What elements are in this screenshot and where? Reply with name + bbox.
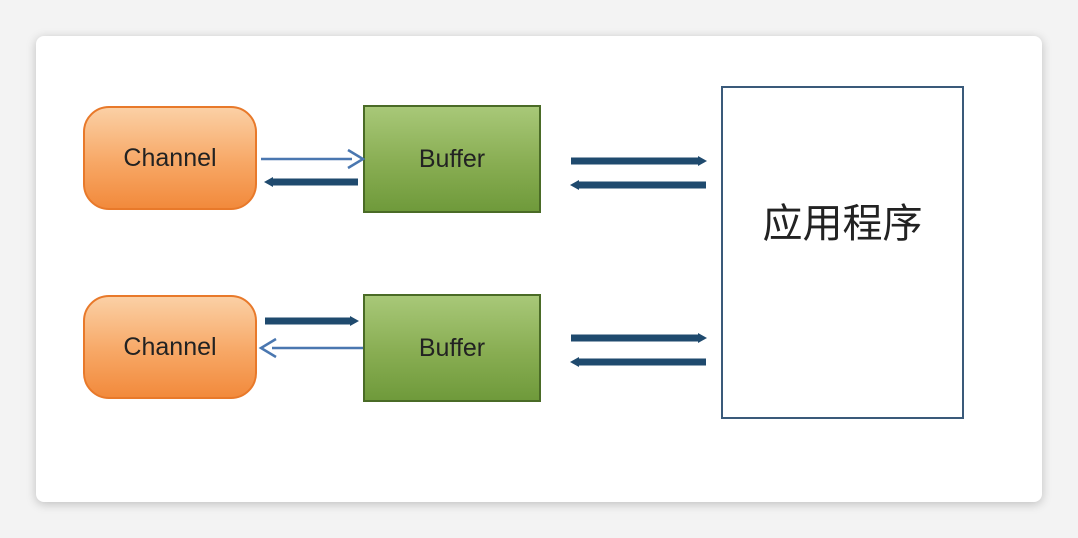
arrow-buffer-to-app-bottom (571, 333, 707, 343)
channel-node-bottom: Channel (83, 295, 257, 399)
arrow-buffer-to-app-top (571, 156, 707, 166)
arrow-channel-to-buffer-bottom (265, 316, 359, 326)
buffer-node-top: Buffer (363, 105, 541, 213)
buffer-node-bottom: Buffer (363, 294, 541, 402)
arrow-buffer-to-channel-bottom (258, 337, 363, 359)
channel-label: Channel (123, 332, 217, 361)
arrow-app-to-buffer-top (570, 180, 706, 190)
application-box: 应用程序 (721, 86, 964, 419)
channel-label: Channel (123, 143, 217, 172)
buffer-label: Buffer (418, 333, 486, 362)
buffer-label: Buffer (418, 144, 486, 173)
arrow-app-to-buffer-bottom (570, 357, 706, 367)
channel-node-top: Channel (83, 106, 257, 210)
arrow-buffer-to-channel-top (264, 177, 358, 187)
arrow-channel-to-buffer-top (261, 148, 366, 170)
application-label: 应用程序 (762, 200, 923, 247)
